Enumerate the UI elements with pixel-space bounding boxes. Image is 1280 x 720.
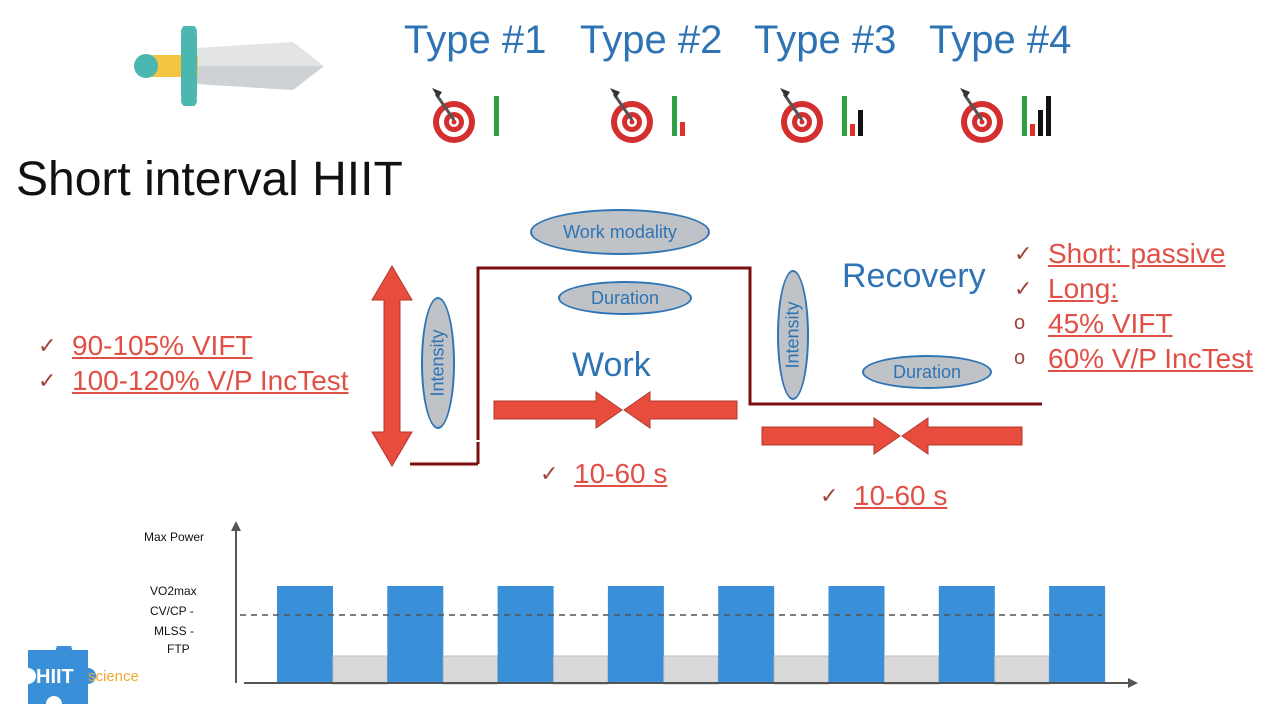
threshold-label-vo2max: VO2max bbox=[150, 584, 197, 598]
target-icon bbox=[432, 88, 499, 143]
check-icon: ✓ bbox=[820, 482, 839, 508]
recovery-bout bbox=[994, 655, 1050, 685]
work-bout bbox=[497, 586, 554, 684]
type-bar-icon bbox=[842, 96, 847, 136]
work-bout bbox=[607, 586, 664, 684]
double-arrow-vertical-icon bbox=[371, 265, 413, 467]
x-axis-arrow bbox=[1128, 678, 1138, 688]
type-icons bbox=[0, 0, 1280, 160]
work-modality-pill: Work modality bbox=[530, 209, 710, 255]
type-2-label: Type #2 bbox=[580, 18, 723, 62]
recovery-time: ✓ 10-60 s bbox=[820, 478, 947, 513]
intensity-right-pill: Intensity bbox=[777, 270, 809, 400]
type-1-label: Type #1 bbox=[404, 18, 547, 62]
y-axis-arrow bbox=[231, 521, 241, 531]
page-title: Short interval HIIT bbox=[16, 153, 403, 206]
work-time-value: 10-60 s bbox=[574, 457, 668, 489]
recovery-item: 45% VIFT bbox=[1048, 307, 1173, 339]
type-4-label: Type #4 bbox=[929, 18, 1072, 62]
target-icon bbox=[780, 88, 863, 143]
type-bar-icon bbox=[1038, 110, 1043, 136]
logo-sub-text: science bbox=[88, 668, 139, 685]
threshold-label-ftp: FTP bbox=[167, 642, 190, 656]
recovery-bout bbox=[442, 655, 499, 685]
threshold-label-mlss: MLSS - bbox=[154, 624, 195, 638]
interval-diagram bbox=[371, 265, 1042, 467]
target-icon bbox=[610, 88, 685, 143]
type-bar-icon bbox=[1030, 124, 1035, 136]
recovery-item: Short: passive bbox=[1048, 237, 1226, 269]
work-bout bbox=[938, 586, 995, 684]
work-duration-pill: Duration bbox=[558, 281, 692, 315]
circle-bullet-icon: o bbox=[1014, 347, 1026, 369]
recovery-bout bbox=[332, 655, 388, 685]
left-targets-list: ✓ 90-105% VIFT ✓ 100-120% V/P IncTest bbox=[38, 328, 349, 398]
check-icon: ✓ bbox=[38, 332, 57, 358]
work-label: Work bbox=[572, 346, 651, 384]
recovery-item: 60% V/P IncTest bbox=[1048, 342, 1253, 374]
intensity-right-label: Intensity bbox=[782, 301, 803, 369]
type-bar-icon bbox=[1046, 96, 1051, 136]
target-item: 100-120% V/P IncTest bbox=[72, 364, 349, 396]
recovery-bout bbox=[553, 655, 609, 685]
check-icon: ✓ bbox=[1014, 275, 1033, 301]
work-bout bbox=[387, 586, 444, 684]
recovery-duration-pill: Duration bbox=[862, 355, 992, 389]
interval-chart bbox=[231, 521, 1138, 688]
recovery-label: Recovery bbox=[842, 257, 986, 295]
check-icon: ✓ bbox=[540, 460, 559, 486]
type-3-label: Type #3 bbox=[754, 18, 897, 62]
type-bar-icon bbox=[858, 110, 863, 136]
intensity-left-label: Intensity bbox=[427, 329, 448, 397]
sword-icon bbox=[134, 26, 324, 106]
type-bar-icon bbox=[672, 96, 677, 136]
type-bar-icon bbox=[1022, 96, 1027, 136]
check-icon: ✓ bbox=[1014, 240, 1033, 266]
recovery-bout bbox=[773, 655, 830, 685]
intensity-left-pill: Intensity bbox=[421, 297, 455, 429]
type-bar-icon bbox=[680, 122, 685, 136]
check-icon: ✓ bbox=[38, 367, 57, 393]
recovery-bout bbox=[663, 655, 719, 685]
recovery-arrows-icon bbox=[761, 417, 1023, 455]
type-bar-icon bbox=[494, 96, 499, 136]
work-bout bbox=[1049, 586, 1106, 684]
recovery-item: Long: bbox=[1048, 272, 1119, 304]
work-bout bbox=[277, 586, 333, 684]
work-bout bbox=[828, 586, 885, 684]
hiit-science-logo: HIIT science bbox=[22, 642, 152, 708]
work-time: ✓ 10-60 s bbox=[540, 456, 667, 491]
recovery-time-value: 10-60 s bbox=[854, 479, 948, 511]
recovery-list: ✓ Short: passive ✓ Long: o 45% VIFT o 60% V/… bbox=[1014, 236, 1253, 376]
work-arrows-icon bbox=[493, 391, 738, 429]
type-bar-icon bbox=[850, 124, 855, 136]
circle-bullet-icon: o bbox=[1014, 312, 1026, 334]
max-power-label: Max Power bbox=[144, 530, 205, 544]
work-bout bbox=[718, 586, 775, 684]
threshold-label-cvcp: CV/CP - bbox=[150, 604, 194, 618]
target-item: 90-105% VIFT bbox=[72, 329, 253, 361]
logo-main-text: HIIT bbox=[36, 666, 74, 688]
target-icon bbox=[960, 88, 1051, 143]
recovery-bout bbox=[884, 655, 940, 685]
